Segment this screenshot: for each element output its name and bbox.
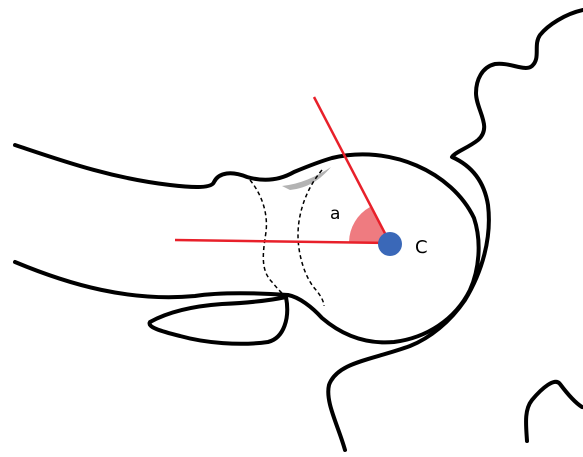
femur-outline [15, 145, 479, 342]
cam-bump-shading [282, 167, 331, 190]
neck-dashed-line-right [298, 170, 324, 306]
head-tangent-line [314, 97, 390, 243]
lesser-trochanter [150, 297, 288, 344]
center-point [378, 232, 402, 256]
angle-label: a [330, 204, 340, 224]
neck-dashed-line-left [250, 180, 286, 296]
center-label: C [415, 237, 428, 258]
ischium-outline [526, 382, 582, 441]
